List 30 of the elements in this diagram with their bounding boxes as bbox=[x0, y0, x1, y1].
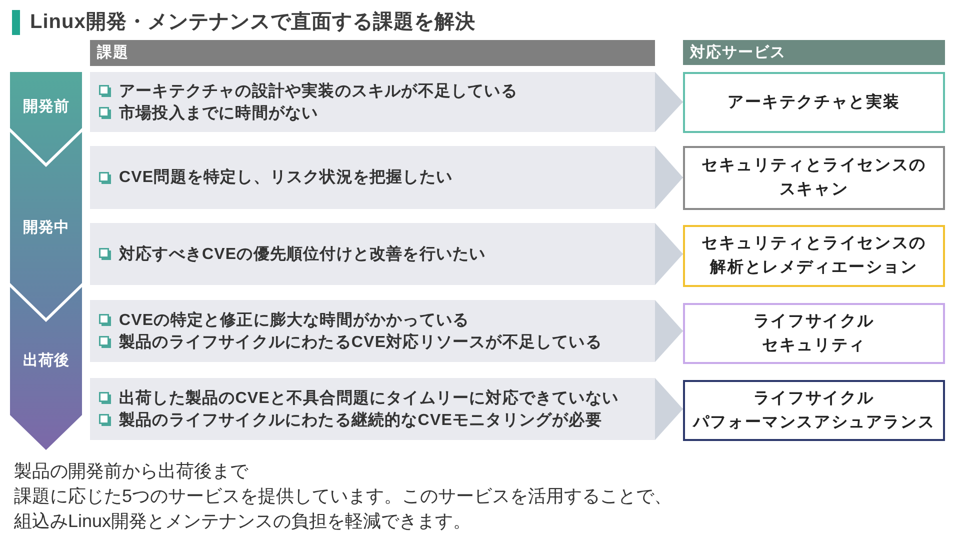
problem-text: CVEの特定と修正に膨大な時間がかかっている bbox=[119, 310, 470, 330]
arrow bbox=[654, 223, 684, 285]
arrow bbox=[654, 146, 684, 209]
service-box: セキュリティとライセンスの解析とレメディエーション bbox=[683, 225, 945, 287]
problem-panel bbox=[90, 300, 655, 362]
problem-panel bbox=[90, 72, 655, 132]
phase-label: 開発中 bbox=[22, 218, 70, 238]
phase-label: 開発前 bbox=[22, 97, 70, 117]
service-box: アーキテクチャと実装 bbox=[683, 72, 945, 133]
problem-text: 市場投入までに時間がない bbox=[119, 103, 318, 124]
arrow bbox=[654, 378, 684, 440]
problem-panel bbox=[90, 146, 655, 209]
problem-text: アーキテクチャの設計や実装のスキルが不足している bbox=[119, 81, 518, 102]
problem-text: 対応すべきCVEの優先順位付けと改善を行いたい bbox=[119, 244, 486, 264]
problem-text: 出荷した製品のCVEと不具合問題にタイムリーに対応できていない bbox=[119, 388, 618, 408]
problem-text: 製品のライフサイクルにわたる継続的なCVEモニタリングが必要 bbox=[119, 410, 602, 430]
service-box: ライフサイクルセキュリティ bbox=[683, 303, 945, 364]
problem-panel bbox=[90, 223, 655, 285]
problem-text: 製品のライフサイクルにわたるCVE対応リソースが不足している bbox=[119, 332, 602, 352]
arrow bbox=[654, 72, 684, 132]
problem-panel bbox=[90, 378, 655, 440]
description-text: 製品の開発前から出荷後まで課題に応じた5つのサービスを提供しています。このサービスを活用することで、組込みLinux開発とメンテナンスの負担を軽減できます。 bbox=[14, 460, 672, 533]
phase-label: 出荷後 bbox=[22, 351, 70, 371]
title: Linux開発・メンテナンスで直面する課題を解決 bbox=[30, 10, 476, 35]
service-box: セキュリティとライセンスのスキャン bbox=[683, 146, 945, 210]
column-header: 課題 bbox=[90, 40, 655, 66]
service-box: ライフサイクルパフォーマンスアシュアランス bbox=[683, 380, 945, 441]
column-header: 対応サービス bbox=[683, 40, 945, 65]
arrow bbox=[654, 300, 684, 362]
problem-text: CVE問題を特定し、リスク状況を把握したい bbox=[119, 167, 452, 188]
